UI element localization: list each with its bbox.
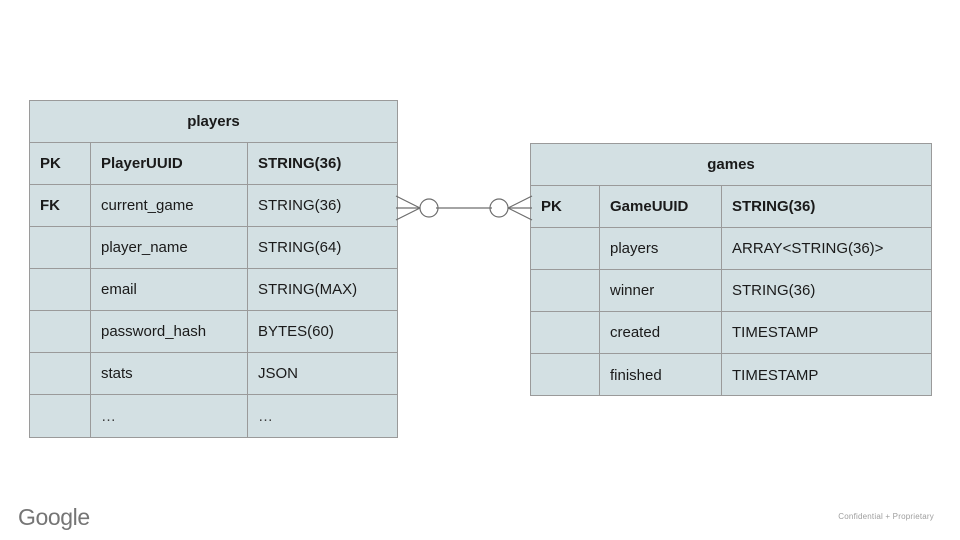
table-row[interactable]: created TIMESTAMP bbox=[531, 312, 931, 354]
row-type: STRING(MAX) bbox=[258, 281, 358, 298]
table-row[interactable]: PK PlayerUUID STRING(36) bbox=[30, 143, 397, 185]
row-type: JSON bbox=[258, 365, 299, 382]
relationship-connector-players-games[interactable] bbox=[390, 180, 538, 236]
table-row[interactable]: finished TIMESTAMP bbox=[531, 354, 931, 396]
row-field: players bbox=[600, 228, 722, 269]
row-type: STRING(36) bbox=[732, 282, 816, 299]
entity-title-games: games bbox=[531, 144, 931, 186]
table-row[interactable]: FK current_game STRING(36) bbox=[30, 185, 397, 227]
row-type: STRING(64) bbox=[258, 239, 342, 256]
right-optional-circle bbox=[489, 198, 509, 218]
row-field: … bbox=[91, 395, 248, 437]
row-key: PK bbox=[30, 143, 91, 184]
row-field: current_game bbox=[91, 185, 248, 226]
entity-title-players: players bbox=[30, 101, 397, 143]
row-type: TIMESTAMP bbox=[732, 324, 819, 341]
table-row[interactable]: stats JSON bbox=[30, 353, 397, 395]
row-type: STRING(36) bbox=[732, 198, 816, 215]
entity-table-players[interactable]: players PK PlayerUUID STRING(36) FK curr… bbox=[29, 100, 398, 438]
right-crowsfoot-upper bbox=[507, 195, 533, 209]
table-row[interactable]: email STRING(MAX) bbox=[30, 269, 397, 311]
table-row[interactable]: players ARRAY<STRING(36)> bbox=[531, 228, 931, 270]
row-type: ARRAY<STRING(36)> bbox=[732, 240, 884, 257]
row-key bbox=[531, 270, 600, 311]
table-row[interactable]: winner STRING(36) bbox=[531, 270, 931, 312]
row-key: PK bbox=[531, 186, 600, 227]
row-field: created bbox=[600, 312, 722, 353]
right-crowsfoot-lower bbox=[507, 207, 533, 221]
row-field: player_name bbox=[91, 227, 248, 268]
table-row[interactable]: … … bbox=[30, 395, 397, 437]
row-key bbox=[531, 312, 600, 353]
row-key bbox=[30, 269, 91, 310]
table-row[interactable]: password_hash BYTES(60) bbox=[30, 311, 397, 353]
row-field: PlayerUUID bbox=[91, 143, 248, 184]
row-key bbox=[531, 228, 600, 269]
row-key bbox=[30, 353, 91, 394]
row-type: … bbox=[258, 407, 274, 425]
row-key bbox=[531, 354, 600, 396]
row-type: STRING(36) bbox=[258, 197, 342, 214]
row-field: winner bbox=[600, 270, 722, 311]
table-row[interactable]: player_name STRING(64) bbox=[30, 227, 397, 269]
row-field: finished bbox=[600, 354, 722, 396]
left-crowsfoot-upper bbox=[395, 195, 421, 209]
row-field: email bbox=[91, 269, 248, 310]
entity-table-games[interactable]: games PK GameUUID STRING(36) players ARR… bbox=[530, 143, 932, 396]
left-crowsfoot-lower bbox=[395, 207, 421, 221]
table-row[interactable]: PK GameUUID STRING(36) bbox=[531, 186, 931, 228]
confidentiality-note: Confidential + Proprietary bbox=[838, 512, 934, 521]
row-key: FK bbox=[30, 185, 91, 226]
row-field: GameUUID bbox=[600, 186, 722, 227]
row-type: BYTES(60) bbox=[258, 323, 334, 340]
row-type: TIMESTAMP bbox=[732, 366, 819, 384]
row-field: password_hash bbox=[91, 311, 248, 352]
row-key bbox=[30, 395, 91, 437]
left-optional-circle bbox=[419, 198, 439, 218]
row-key bbox=[30, 227, 91, 268]
google-logo-text: Google bbox=[18, 504, 90, 530]
google-logo: Google bbox=[18, 504, 90, 530]
row-key bbox=[30, 311, 91, 352]
row-field: stats bbox=[91, 353, 248, 394]
row-type: STRING(36) bbox=[258, 155, 342, 172]
